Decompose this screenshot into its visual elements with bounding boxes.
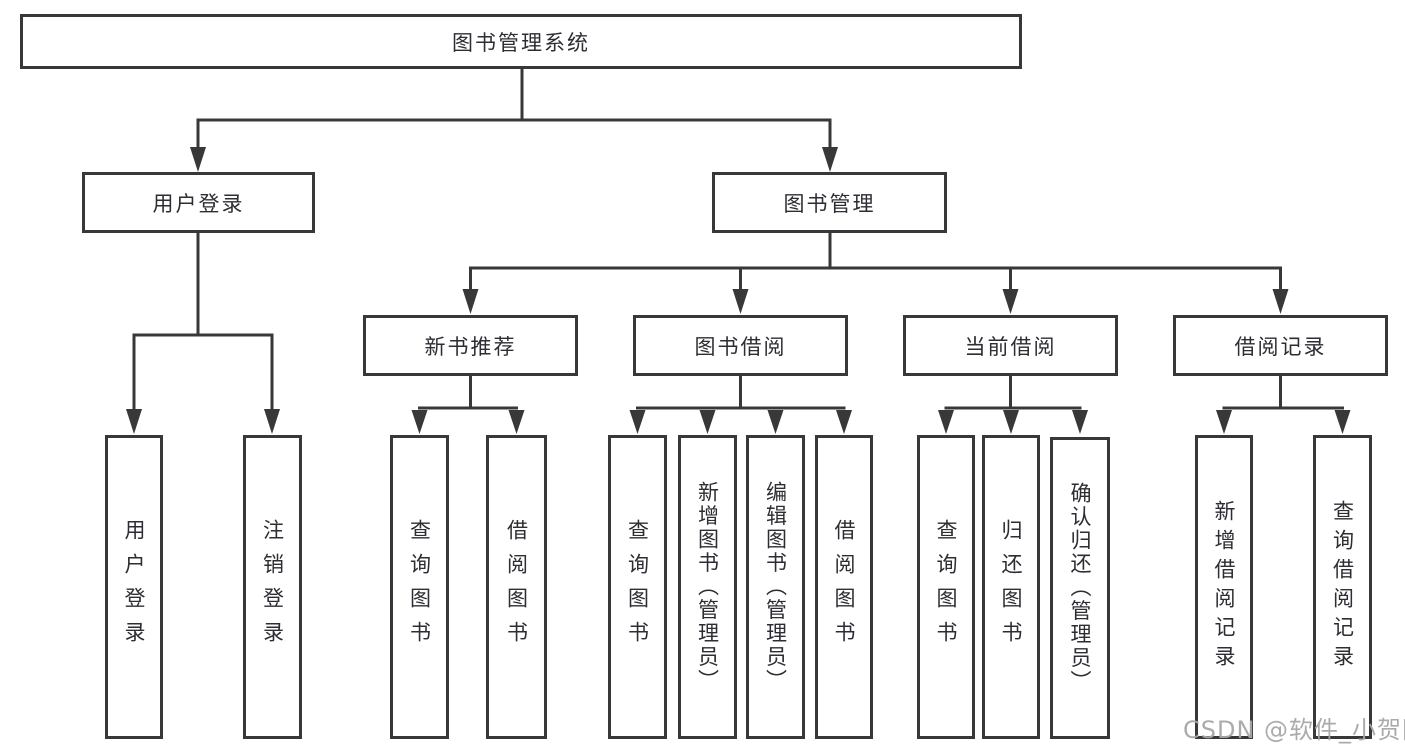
node-root: 图书管理系统 [20,14,1022,69]
arrowhead-current-return [1003,410,1019,434]
csdn-watermark: CSDN @软件_小贺同学 [1183,716,1405,744]
arrowhead-recommend-borrow [508,410,525,434]
node-book-management-label: 图书管理 [783,191,876,216]
arrowhead-borrow-edit [767,410,784,434]
node-user-login: 用户登录 [82,172,315,233]
arrowhead-borrow-add [699,410,716,434]
arrowhead-records [1272,289,1289,314]
arrowhead-user-login [190,147,206,172]
node-query-borrow-record-label: 查询借阅记录 [1330,500,1355,674]
node-recommend-query-books: 查询图书 [390,435,449,739]
arrowhead-current [1002,289,1019,314]
node-add-book-admin: 新增图书（管理员） [678,435,737,739]
node-user-login-leaf-label: 用户登录 [122,518,146,656]
node-recommend-borrow-books-label: 借阅图书 [504,518,529,656]
arrowhead-logout-leaf [264,409,280,434]
node-confirm-return-admin-label: 确认归还（管理员） [1068,482,1092,694]
node-current-query-books: 查询图书 [917,435,975,739]
node-recommend-query-books-label: 查询图书 [407,518,432,656]
node-borrowing-records: 借阅记录 [1173,315,1388,376]
arrowhead-recommend [462,289,479,314]
node-confirm-return-admin: 确认归还（管理员） [1050,437,1110,739]
arrowhead-borrow-query [629,410,646,434]
connector-arrowheads [126,147,1351,434]
arrowhead-records-add [1216,410,1232,434]
node-root-label: 图书管理系统 [452,30,590,55]
node-new-book-recommend-label: 新书推荐 [424,334,517,359]
node-return-books: 归还图书 [982,435,1040,739]
arrowhead-current-confirm [1072,410,1088,434]
node-add-book-admin-label: 新增图书（管理员） [695,481,720,693]
arrowhead-borrow [732,289,749,314]
node-borrowing-borrow-books-label: 借阅图书 [832,518,856,656]
arrowhead-recommend-query [411,410,428,434]
node-edit-book-admin-label: 编辑图书（管理员） [763,481,788,693]
node-add-borrow-record: 新增借阅记录 [1195,435,1253,739]
node-book-borrowing-label: 图书借阅 [694,334,787,359]
arrowhead-current-query [938,410,954,434]
arrowhead-login-leaf [126,409,142,434]
node-borrowing-records-label: 借阅记录 [1234,334,1327,359]
node-user-login-leaf: 用户登录 [105,435,163,739]
node-current-borrowing: 当前借阅 [903,315,1118,376]
node-borrowing-borrow-books: 借阅图书 [815,435,873,739]
node-book-borrowing: 图书借阅 [633,315,848,376]
node-logout-leaf-label: 注销登录 [260,518,285,656]
node-return-books-label: 归还图书 [999,518,1023,656]
node-borrowing-query-books: 查询图书 [608,435,667,739]
arrowhead-borrow-borrow [836,410,852,434]
node-new-book-recommend: 新书推荐 [363,315,578,376]
node-borrowing-query-books-label: 查询图书 [625,518,650,656]
node-logout-leaf: 注销登录 [243,435,302,739]
arrowhead-records-query [1334,410,1351,434]
node-edit-book-admin: 编辑图书（管理员） [746,435,805,739]
node-recommend-borrow-books: 借阅图书 [486,435,547,739]
node-query-borrow-record: 查询借阅记录 [1313,435,1372,739]
node-user-login-label: 用户登录 [152,191,245,216]
connector-lines [132,68,1344,412]
node-book-management: 图书管理 [712,172,947,233]
arrowhead-book-management [822,147,838,172]
node-add-borrow-record-label: 新增借阅记录 [1212,500,1236,674]
node-current-borrowing-label: 当前借阅 [964,334,1057,359]
node-current-query-books-label: 查询图书 [934,518,958,656]
